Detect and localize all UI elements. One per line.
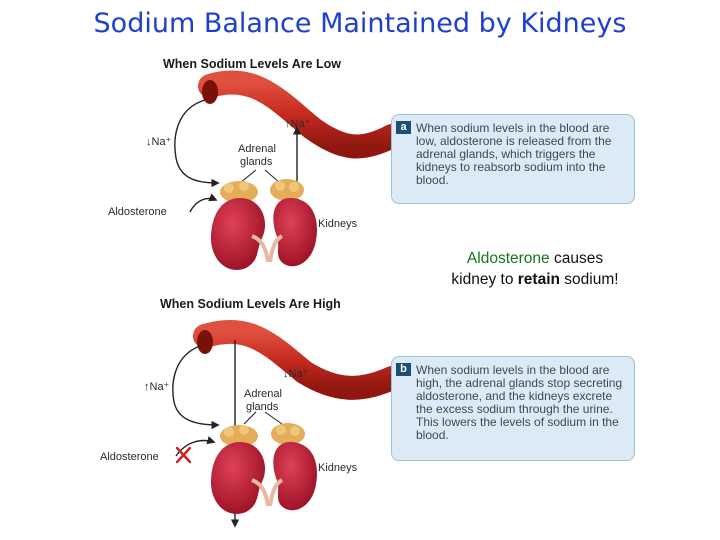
- feedback-arrow: [174, 99, 220, 188]
- kidney-right: [273, 198, 317, 267]
- blood-vessel: [193, 319, 404, 400]
- panel-low-diagram: ↑Na⁺ ↓Na⁺ Adrenal glands Aldosterone Kid…: [108, 70, 404, 270]
- aldosterone-arrow: [175, 436, 216, 457]
- ureter-right: [268, 478, 284, 507]
- adrenal-gland-left: [220, 181, 258, 203]
- note-text: causes: [549, 250, 604, 267]
- na-side-label: ↓Na⁺: [146, 136, 172, 148]
- caption-high: b When sodium levels in the blood are hi…: [391, 356, 635, 461]
- kidneys-label: Kidneys: [318, 462, 358, 474]
- vessel-opening: [197, 330, 213, 354]
- ureter-left: [251, 478, 270, 507]
- blood-vessel: [198, 70, 404, 159]
- summary-note: Aldosterone causes kidney to retain sodi…: [410, 248, 660, 290]
- panel-high-diagram: ↓Na⁺ ↑Na⁺ Adrenal glands Aldosterone Kid…: [100, 319, 404, 528]
- note-text: sodium!: [559, 271, 619, 288]
- feedback-arrow: [172, 345, 220, 430]
- caption-tag: b: [396, 363, 411, 376]
- note-text: kidney to: [451, 271, 518, 288]
- kidney-left: [210, 198, 266, 270]
- vessel-opening: [202, 80, 218, 104]
- adrenal-label-line2: glands: [240, 156, 273, 168]
- page-title: Sodium Balance Maintained by Kidneys: [93, 8, 627, 39]
- caption-text: When sodium levels in the blood are high…: [416, 363, 623, 442]
- panel-high-heading: When Sodium Levels Are High: [160, 297, 341, 311]
- na-vessel-label: ↓Na⁺: [283, 368, 309, 380]
- na-side-label: ↑Na⁺: [144, 381, 170, 393]
- panel-low-heading: When Sodium Levels Are Low: [163, 57, 342, 71]
- adrenal-label-line1: Adrenal: [244, 388, 282, 400]
- adrenal-gland-left: [220, 425, 258, 447]
- ureter-left: [251, 234, 270, 263]
- kidneys-label: Kidneys: [318, 218, 358, 230]
- adrenal-gland-right: [271, 423, 305, 445]
- note-hormone: Aldosterone: [466, 250, 550, 267]
- na-vessel-label: ↑Na⁺: [285, 118, 311, 130]
- aldosterone-arrow: [189, 193, 218, 213]
- aldosterone-label: Aldosterone: [100, 451, 159, 463]
- adrenal-label-line1: Adrenal: [238, 143, 276, 155]
- caption-low: a When sodium levels in the blood are lo…: [391, 114, 635, 204]
- ureter-right: [268, 234, 284, 263]
- adrenal-label-line2: glands: [246, 401, 279, 413]
- aldosterone-label: Aldosterone: [108, 206, 167, 218]
- stop-x-icon: [175, 446, 192, 464]
- note-verb: retain: [517, 271, 560, 288]
- kidney-left: [210, 442, 266, 514]
- caption-tag: a: [396, 121, 411, 134]
- adrenal-gland-right: [270, 179, 304, 201]
- kidney-right: [273, 442, 317, 511]
- caption-text: When sodium levels in the blood are low,…: [416, 121, 612, 187]
